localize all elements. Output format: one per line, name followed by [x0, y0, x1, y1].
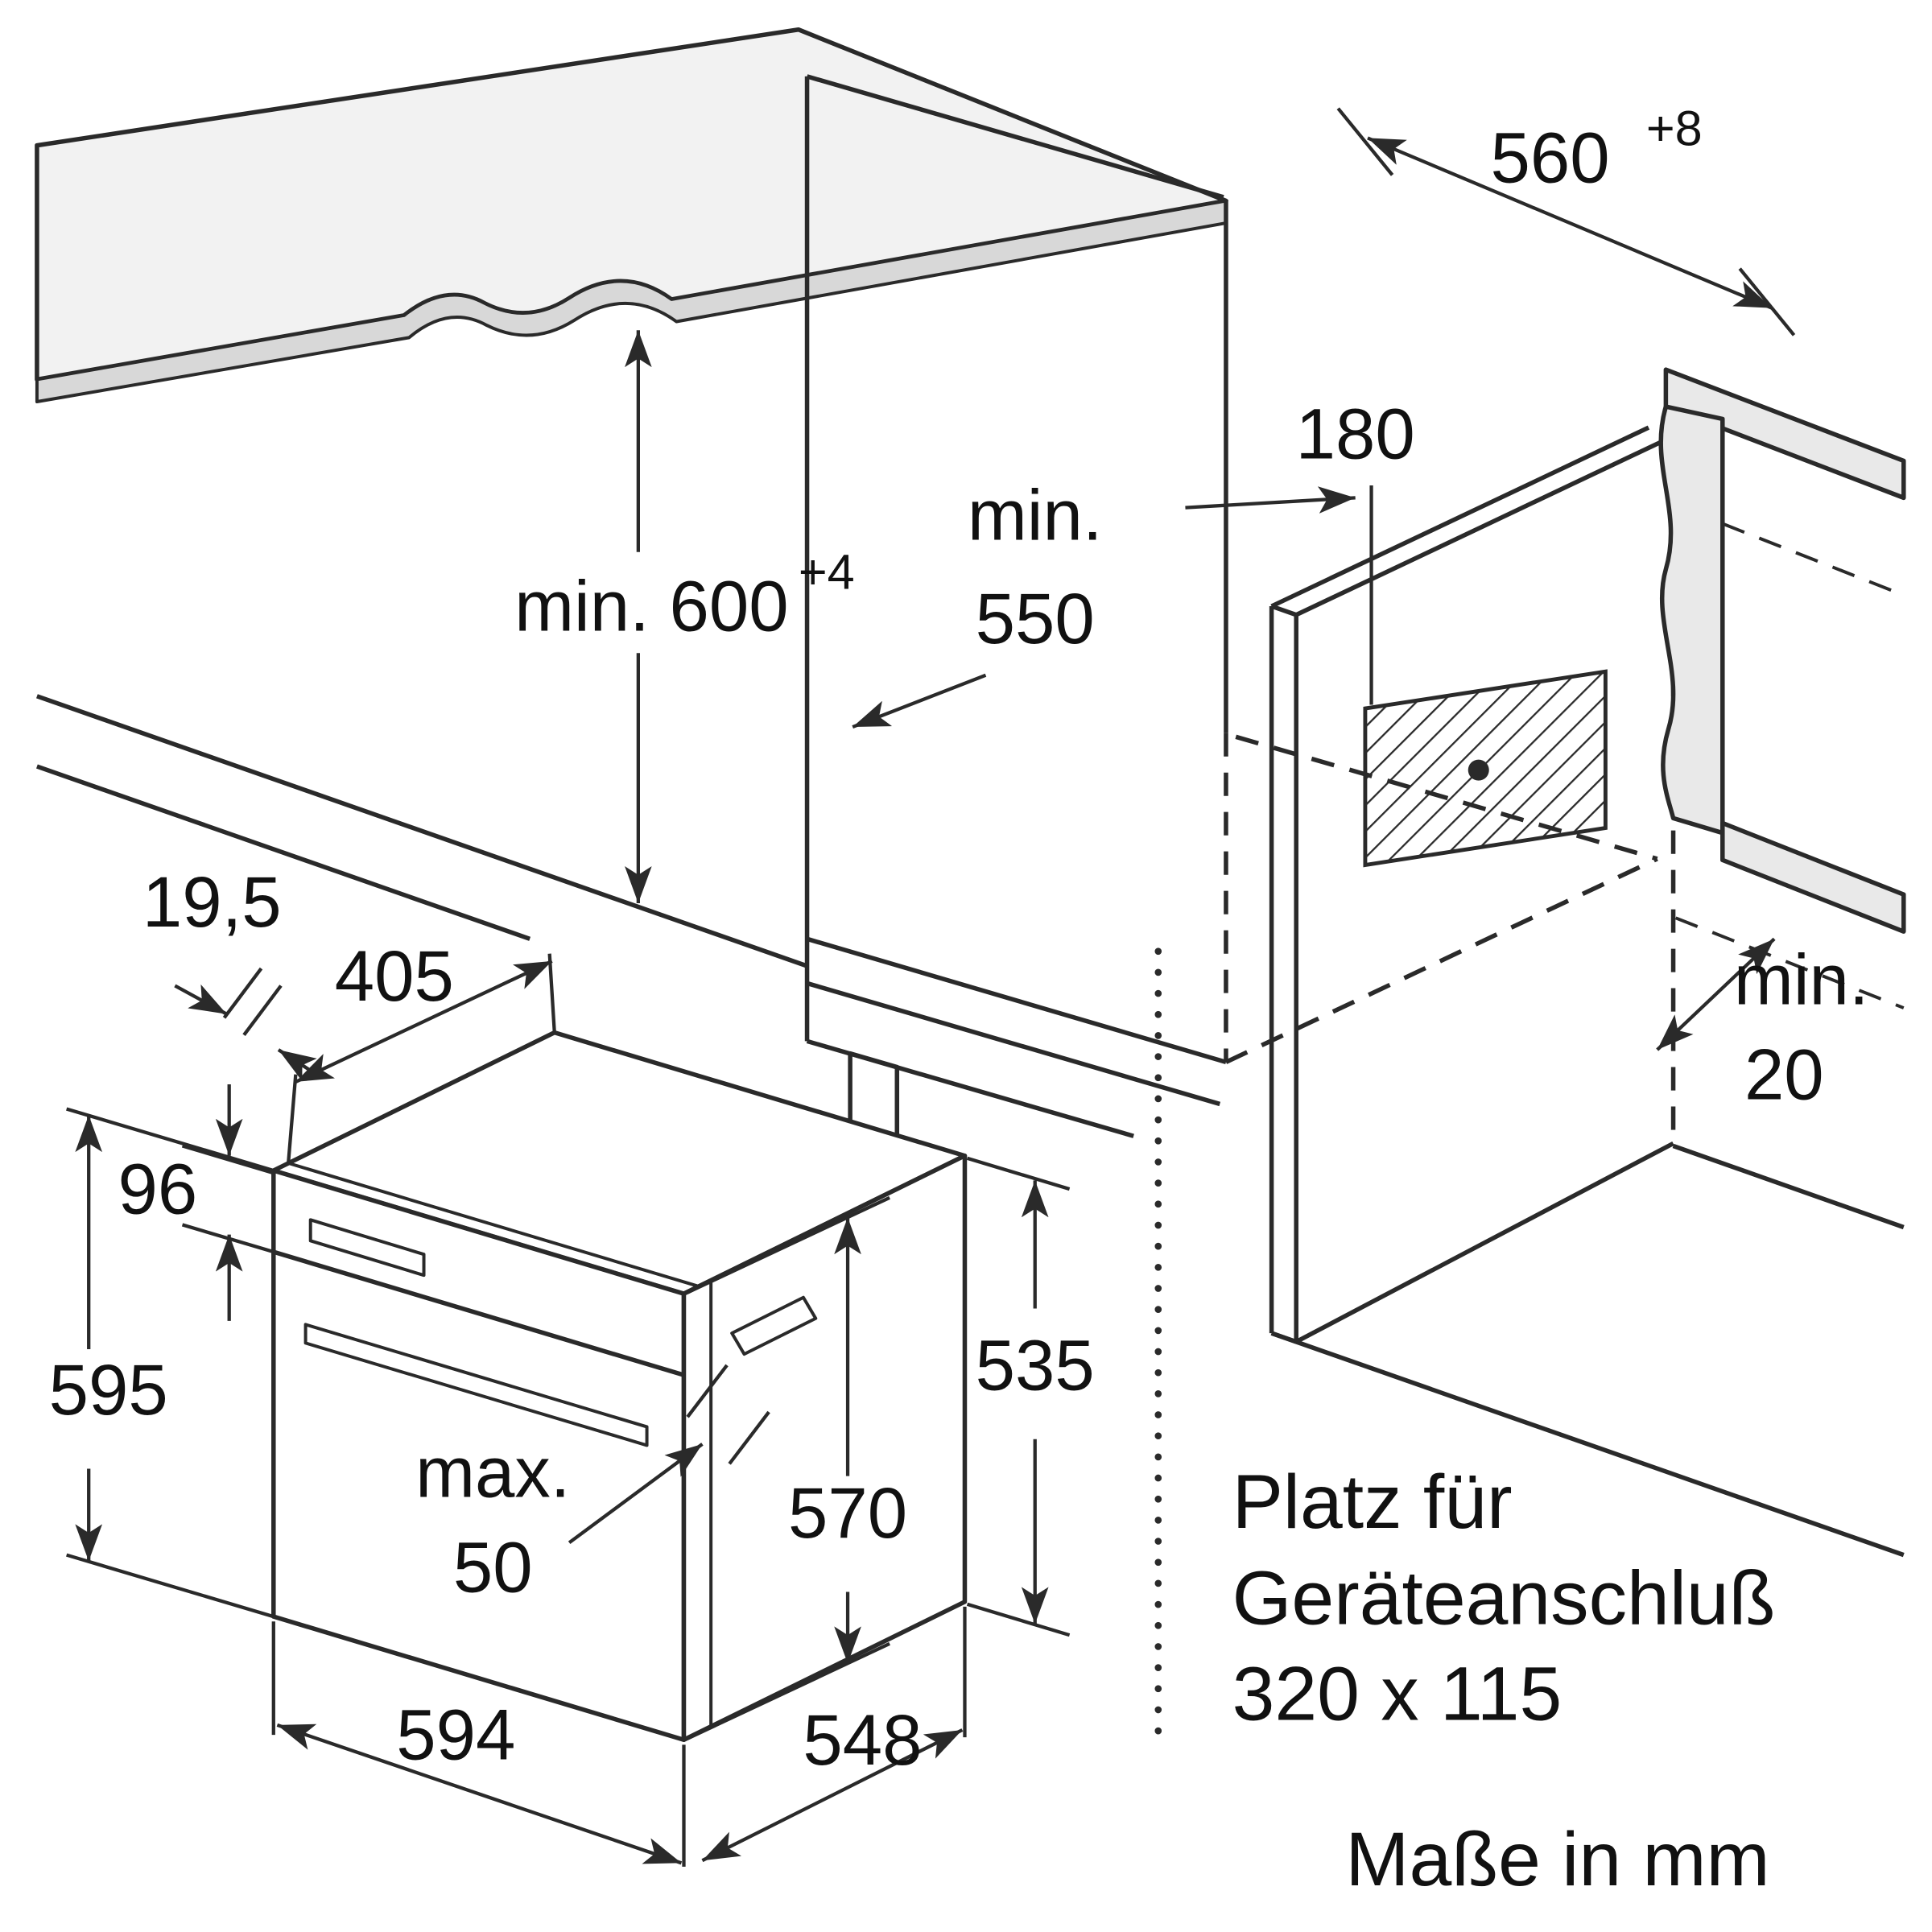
door-height-label: 570 — [788, 1473, 907, 1553]
dimension-rear-gap: min. 20 — [1656, 937, 1869, 1114]
dimension-niche-depth: min. 550 — [852, 475, 1103, 729]
body-height-label: 535 — [976, 1326, 1095, 1406]
dimension-body-height: 535 — [966, 1156, 1095, 1637]
body-depth-label: 548 — [803, 1700, 922, 1780]
room-edge-lines — [36, 694, 1905, 1558]
rear-gap-value: 20 — [1744, 1034, 1824, 1114]
niche-depth-word: min. — [968, 475, 1103, 555]
connection-space-line2: Geräteanschluß — [1232, 1555, 1776, 1641]
oven-height-label: 595 — [49, 1350, 168, 1430]
dimension-body-depth: 548 — [701, 1606, 967, 1863]
oven-lip-label: 19,5 — [142, 862, 282, 942]
oven-width-label: 594 — [396, 1695, 515, 1775]
oven — [271, 1030, 968, 1742]
niche-width-tolerance: +8 — [1646, 101, 1703, 156]
countertop — [35, 27, 1228, 403]
connection-space-line3: 320 x 115 — [1232, 1652, 1563, 1737]
dimension-oven-lip: 19,5 — [142, 862, 322, 1082]
connection-cutout — [1363, 485, 1608, 868]
dimension-door-height: 570 — [687, 1195, 907, 1740]
dimension-oven-top-depth: 405 — [287, 936, 556, 1164]
dimension-handle-depth: max. 50 — [415, 1364, 770, 1608]
dimension-oven-height: 595 — [49, 1107, 275, 1619]
oven-top-depth-label: 405 — [335, 936, 454, 1016]
oven-side-face — [681, 1153, 968, 1742]
oven-side-grip — [730, 1295, 818, 1356]
niche-height-label: min. 600 — [514, 567, 788, 646]
connection-dot — [1468, 759, 1489, 781]
wall-section — [1658, 367, 1906, 1009]
niche-width-label: 560 — [1490, 118, 1609, 198]
connection-space-line1: Platz für — [1232, 1459, 1513, 1545]
connection-offset-label: 180 — [1296, 394, 1415, 473]
note-units: Maße in mm — [1345, 1817, 1769, 1902]
oven-display — [308, 1218, 426, 1278]
niche-depth-value: 550 — [976, 579, 1095, 658]
dimension-niche-height: min. 600 +4 — [514, 330, 855, 903]
dimension-oven-width: 594 — [271, 1621, 686, 1867]
note-connection-space: Platz für Geräteanschluß 320 x 115 — [1232, 1459, 1776, 1737]
dimension-panel-height: 96 — [118, 1084, 275, 1321]
dimension-connection-offset: 180 — [1185, 394, 1415, 514]
handle-value: 50 — [453, 1528, 533, 1608]
dimension-niche-width: 560 +8 — [1336, 101, 1796, 336]
niche-height-tolerance: +4 — [799, 545, 855, 600]
handle-word: max. — [415, 1433, 570, 1513]
panel-height-label: 96 — [118, 1150, 198, 1229]
side-panel — [1269, 425, 1676, 1344]
rear-gap-word: min. — [1734, 939, 1869, 1019]
oven-handle — [303, 1323, 649, 1447]
